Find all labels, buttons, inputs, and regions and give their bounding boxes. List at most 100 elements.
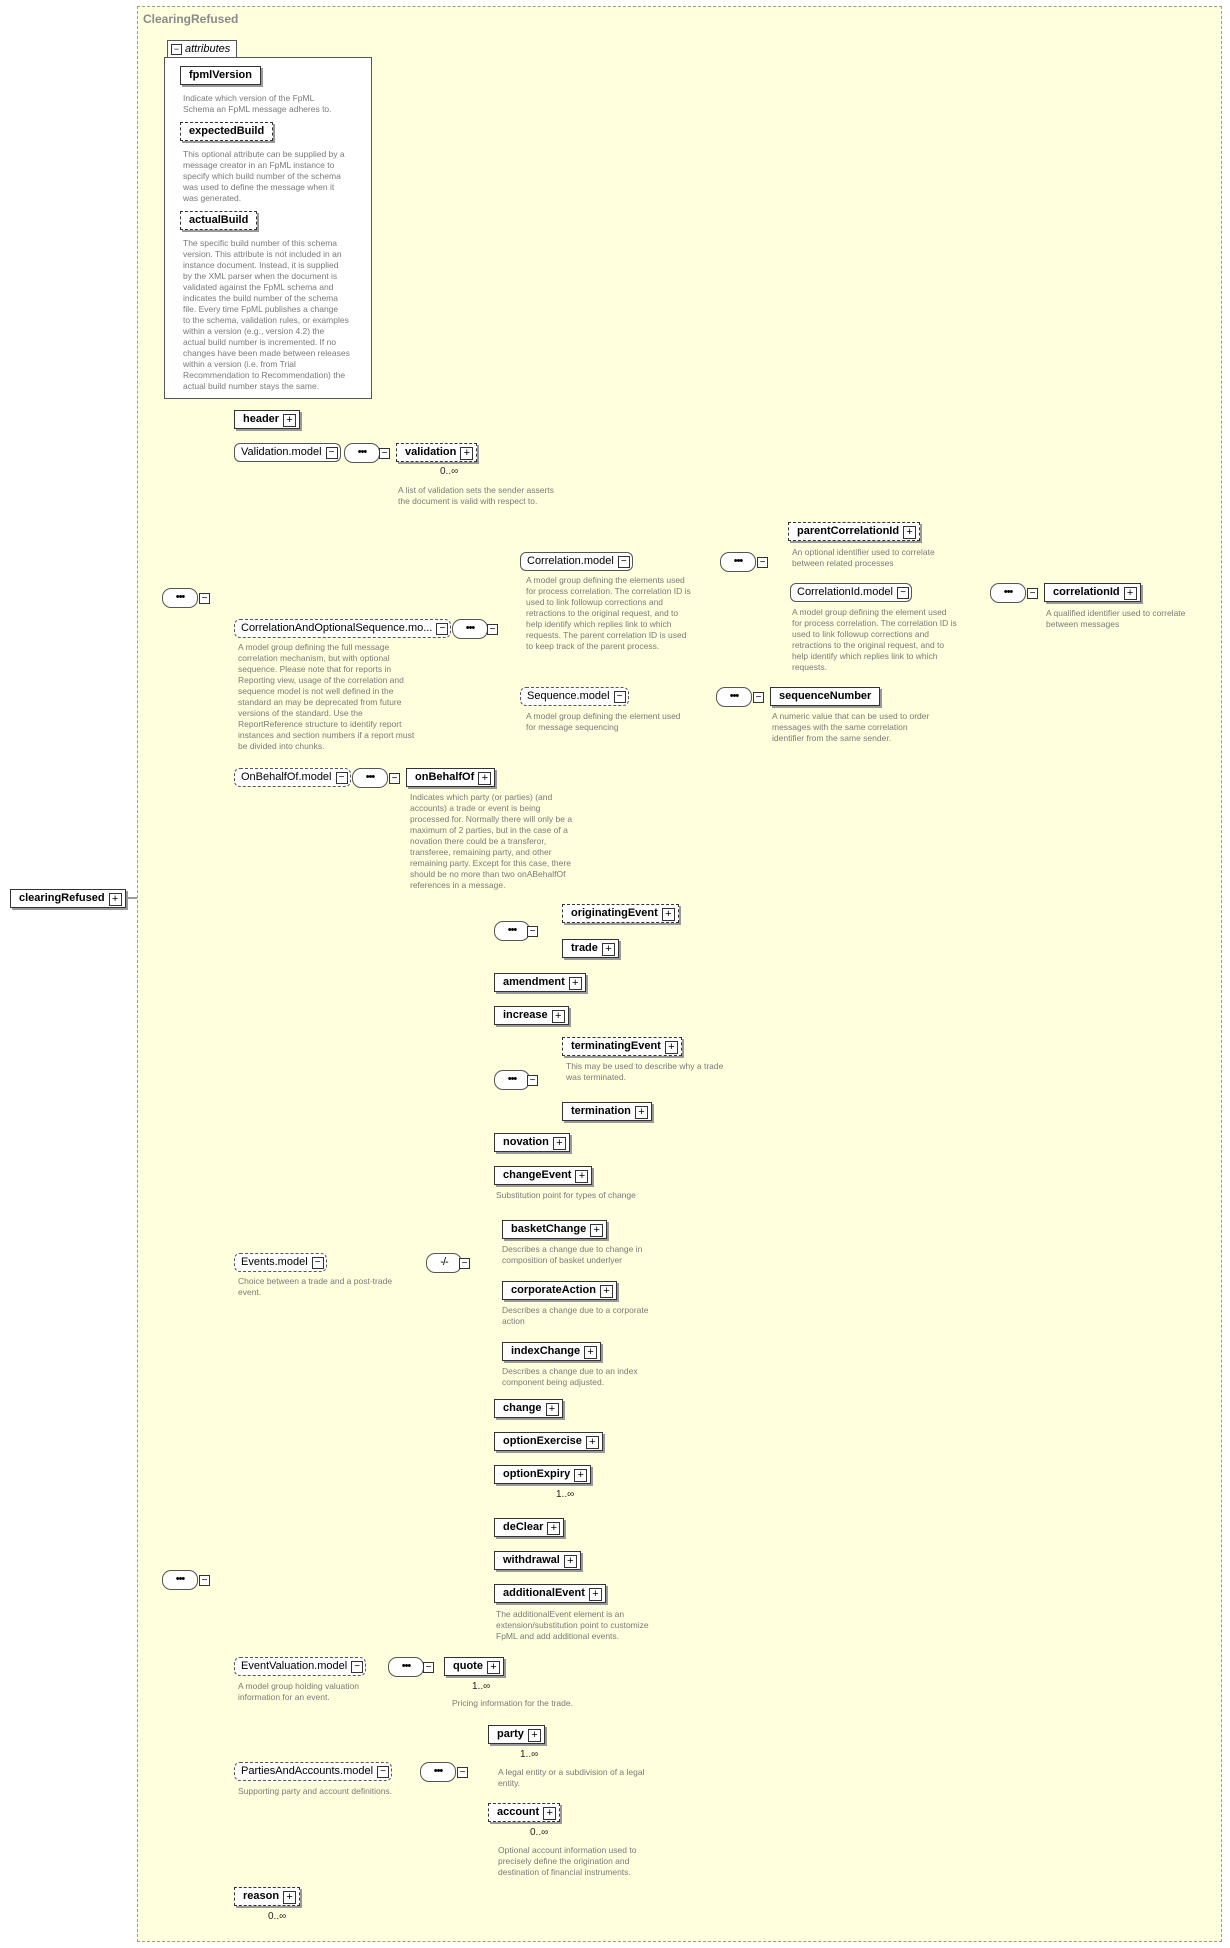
group-eventValuation-model[interactable]: EventValuation.model (234, 1657, 367, 1676)
element-changeEvent[interactable]: changeEvent (494, 1166, 593, 1185)
element-change[interactable]: change (494, 1399, 563, 1418)
collapse-icon[interactable]: − (459, 1258, 470, 1269)
element-originatingEvent[interactable]: originatingEvent (562, 904, 679, 923)
element-additionalEvent[interactable]: additionalEvent (494, 1584, 606, 1603)
group-validation-model[interactable]: Validation.model (234, 443, 341, 462)
frame-title: ClearingRefused (143, 12, 239, 26)
sequence-compositor: ••• (720, 552, 756, 572)
collapse-icon[interactable]: − (527, 1075, 538, 1086)
cardinality: 1..∞ (472, 1681, 491, 1692)
attributes-tab[interactable]: −attributes (167, 40, 237, 57)
element-optionExpiry[interactable]: optionExpiry (494, 1465, 592, 1484)
party-desc: A legal entity or a subdivision of a leg… (498, 1767, 645, 1788)
sequence-compositor: ••• (352, 768, 388, 788)
element-account[interactable]: account (488, 1803, 561, 1822)
group-events-model[interactable]: Events.model (234, 1253, 327, 1272)
sequence-compositor: ••• (420, 1762, 456, 1782)
group-partiesAndAccounts-model[interactable]: PartiesAndAccounts.model (234, 1762, 393, 1781)
cardinality: 1..∞ (556, 1489, 575, 1500)
collapse-icon[interactable]: − (379, 448, 390, 459)
collapse-icon[interactable]: − (487, 624, 498, 635)
element-correlationId[interactable]: correlationId (1044, 583, 1141, 602)
collapse-icon[interactable]: − (389, 773, 400, 784)
attribute-desc: This optional attribute can be supplied … (183, 149, 345, 203)
element-corporateAction[interactable]: corporateAction (502, 1281, 617, 1300)
element-onBehalfOf[interactable]: onBehalfOf (406, 768, 496, 787)
correlation-model-desc: A model group defining the elements used… (526, 575, 691, 651)
attribute-desc: Indicate which version of the FpML Schem… (183, 93, 332, 114)
collapse-icon[interactable]: − (753, 692, 764, 703)
cao-desc: A model group defining the full message … (238, 642, 415, 751)
group-onBehalfOf-model[interactable]: OnBehalfOf.model (234, 768, 351, 787)
element-trade[interactable]: trade (562, 939, 619, 958)
corporateAction-desc: Describes a change due to a corporate ac… (502, 1305, 649, 1326)
collapse-icon[interactable]: − (757, 557, 768, 568)
changeEvent-desc: Substitution point for types of change (496, 1190, 636, 1200)
element-optionExercise[interactable]: optionExercise (494, 1432, 603, 1451)
basketChange-desc: Describes a change due to change in comp… (502, 1244, 643, 1265)
terminatingEvent-desc: This may be used to describe why a trade… (566, 1061, 724, 1082)
collapse-icon[interactable]: − (457, 1767, 468, 1778)
element-deClear[interactable]: deClear (494, 1518, 565, 1537)
element-reason[interactable]: reason (234, 1887, 301, 1906)
element-validation[interactable]: validation (396, 443, 478, 462)
correlationId-desc: A qualified identifier used to correlate… (1046, 608, 1186, 629)
sequence-compositor: ••• (494, 921, 530, 941)
attribute-expectedBuild[interactable]: expectedBuild (180, 122, 274, 141)
element-withdrawal[interactable]: withdrawal (494, 1551, 581, 1570)
validation-desc: A list of validation sets the sender ass… (398, 485, 554, 506)
collapse-icon[interactable]: − (199, 593, 210, 604)
attribute-desc: The specific build number of this schema… (183, 238, 350, 391)
group-sequence-model[interactable]: Sequence.model (520, 687, 629, 706)
collapse-icon[interactable]: − (199, 1575, 210, 1586)
onBehalfOf-desc: Indicates which party (or parties) (and … (410, 792, 573, 890)
indexChange-desc: Describes a change due to an index compo… (502, 1366, 638, 1387)
cardinality: 1..∞ (520, 1749, 539, 1760)
element-amendment[interactable]: amendment (494, 973, 586, 992)
element-indexChange[interactable]: indexChange (502, 1342, 602, 1361)
root-element[interactable]: clearingRefused (10, 889, 126, 908)
choice-compositor: -/- (426, 1253, 462, 1273)
sequence-compositor: ••• (716, 687, 752, 707)
parentCorrelationId-desc: An optional identifier used to correlate… (792, 547, 935, 568)
sequence-compositor: ••• (162, 588, 198, 608)
group-correlation-optional-sequence[interactable]: CorrelationAndOptionalSequence.mo... (234, 619, 452, 638)
element-increase[interactable]: increase (494, 1006, 569, 1025)
element-termination[interactable]: termination (562, 1102, 652, 1121)
additionalEvent-desc: The additionalEvent element is an extens… (496, 1609, 649, 1641)
partiesAndAccounts-model-desc: Supporting party and account definitions… (238, 1786, 393, 1796)
sequence-model-desc: A model group defining the element used … (526, 711, 681, 732)
element-party[interactable]: party (488, 1725, 545, 1744)
account-desc: Optional account information used to pre… (498, 1845, 637, 1877)
sequence-compositor: ••• (162, 1570, 198, 1590)
quote-desc: Pricing information for the trade. (452, 1698, 573, 1708)
sequence-compositor: ••• (494, 1070, 530, 1090)
element-header[interactable]: header (234, 410, 301, 429)
events-model-desc: Choice between a trade and a post-trade … (238, 1276, 393, 1297)
cardinality: 0..∞ (268, 1911, 287, 1922)
sequence-compositor: ••• (344, 443, 380, 463)
attribute-fpmlVersion[interactable]: fpmlVersion (180, 66, 261, 85)
sequence-compositor: ••• (452, 619, 488, 639)
cardinality: 0..∞ (440, 466, 459, 477)
collapse-icon[interactable]: − (423, 1662, 434, 1673)
element-novation[interactable]: novation (494, 1133, 570, 1152)
group-correlationId-model[interactable]: CorrelationId.model (790, 583, 912, 602)
sequence-compositor: ••• (990, 583, 1026, 603)
collapse-icon[interactable]: − (527, 926, 538, 937)
element-quote[interactable]: quote (444, 1657, 504, 1676)
eventValuation-model-desc: A model group holding valuation informat… (238, 1681, 359, 1702)
collapse-icon[interactable]: − (171, 44, 182, 55)
attribute-actualBuild[interactable]: actualBuild (180, 211, 258, 230)
element-parentCorrelationId[interactable]: parentCorrelationId (788, 522, 921, 541)
correlationId-model-desc: A model group defining the element used … (792, 607, 957, 672)
group-correlation-model[interactable]: Correlation.model (520, 552, 633, 571)
element-terminatingEvent[interactable]: terminatingEvent (562, 1037, 682, 1056)
sequenceNumber-desc: A numeric value that can be used to orde… (772, 711, 930, 743)
element-basketChange[interactable]: basketChange (502, 1220, 608, 1239)
collapse-icon[interactable]: − (1027, 588, 1038, 599)
cardinality: 0..∞ (530, 1827, 549, 1838)
element-sequenceNumber[interactable]: sequenceNumber (770, 687, 881, 706)
sequence-compositor: ••• (388, 1657, 424, 1677)
